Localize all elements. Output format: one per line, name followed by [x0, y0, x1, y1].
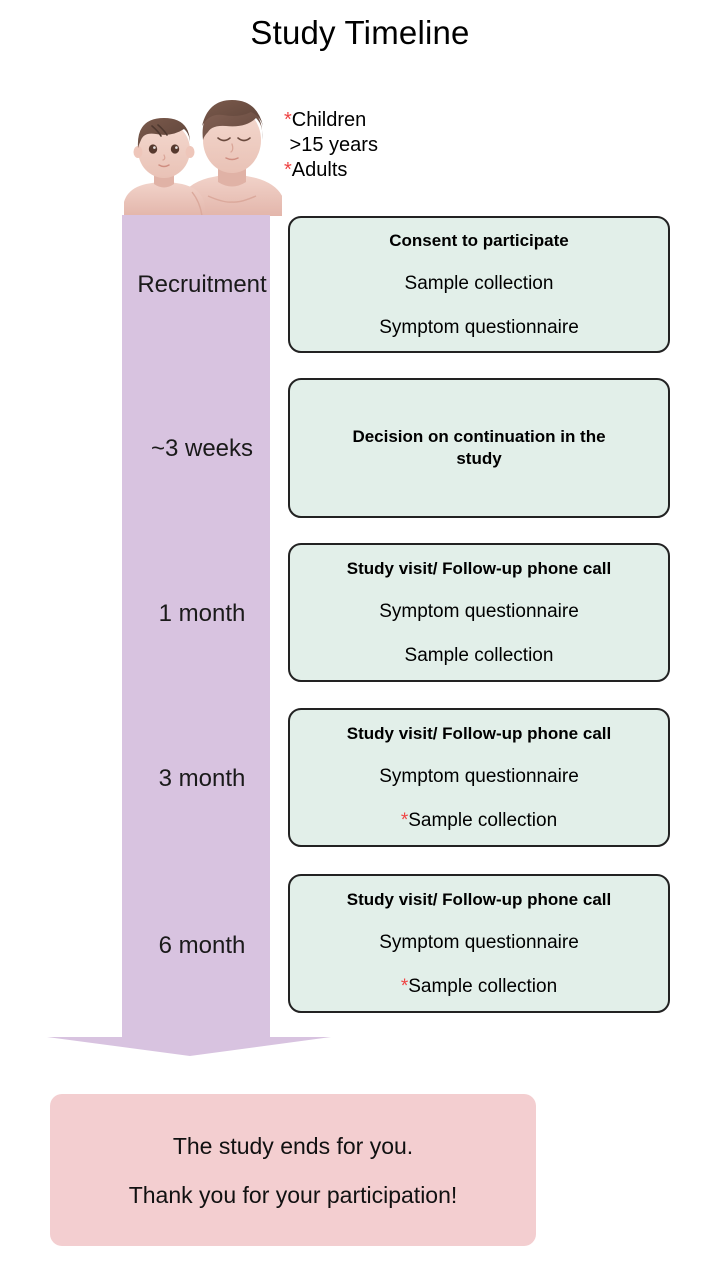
stage-label-6-month: 6 month [158, 932, 246, 959]
event-line-text: Symptom questionnaire [379, 316, 579, 338]
event-line: *Sample collection [401, 975, 557, 999]
event-title: Study visit/ Follow-up phone call [346, 723, 612, 743]
event-line: Symptom questionnaire [379, 316, 579, 340]
stage-label-1-month: 1 month [158, 600, 246, 627]
event-line: *Sample collection [401, 809, 557, 833]
event-box-1-month: Study visit/ Follow-up phone call Sympto… [288, 543, 670, 682]
stage-label-3-month: 3 month [158, 765, 246, 792]
closing-line-2: Thank you for your participation! [128, 1181, 458, 1208]
event-title: Decision on continuation in the study [352, 427, 606, 468]
closing-message-box: The study ends for you. Thank you for yo… [50, 1094, 536, 1246]
event-box-3-weeks: Decision on continuation in the study [288, 378, 670, 518]
asterisk-marker-children: * [284, 109, 292, 131]
timeline-bar [122, 215, 270, 1037]
event-title: Study visit/ Follow-up phone call [346, 889, 612, 909]
event-line: Symptom questionnaire [379, 765, 579, 789]
event-box-recruitment: Consent to participate Sample collection… [288, 216, 670, 353]
event-box-6-month: Study visit/ Follow-up phone call Sympto… [288, 874, 670, 1013]
event-line-text: Sample collection [404, 272, 554, 294]
event-line: Sample collection [405, 272, 554, 296]
closing-line-1: The study ends for you. [172, 1132, 414, 1159]
eligibility-children-label: Children [291, 109, 367, 131]
eligibility-age-label: >15 years [284, 134, 378, 156]
timeline-arrow-icon [47, 1037, 331, 1056]
event-line-text: Sample collection [408, 809, 558, 831]
event-title: Study visit/ Follow-up phone call [346, 558, 612, 578]
event-line-text: Sample collection [408, 975, 558, 997]
event-line-text: Sample collection [404, 644, 554, 666]
event-line: Sample collection [405, 644, 554, 668]
event-title: Consent to participate [389, 230, 569, 250]
asterisk-marker: * [400, 975, 409, 997]
event-line: Symptom questionnaire [379, 600, 579, 624]
event-line-text: Symptom questionnaire [379, 931, 579, 953]
stage-label-3-weeks: ~3 weeks [150, 435, 254, 462]
eligibility-note: *Children >15 years *Adults [284, 108, 378, 183]
event-line: Symptom questionnaire [379, 931, 579, 955]
page-title: Study Timeline [250, 14, 470, 51]
event-box-3-month: Study visit/ Follow-up phone call Sympto… [288, 708, 670, 847]
event-line-text: Symptom questionnaire [379, 765, 579, 787]
child-and-adult-illustration [122, 96, 284, 217]
event-line-text: Symptom questionnaire [379, 600, 579, 622]
stage-label-recruitment: Recruitment [137, 271, 267, 298]
asterisk-marker: * [400, 809, 409, 831]
asterisk-marker-adults: * [284, 159, 292, 181]
eligibility-adults-label: Adults [291, 159, 348, 181]
